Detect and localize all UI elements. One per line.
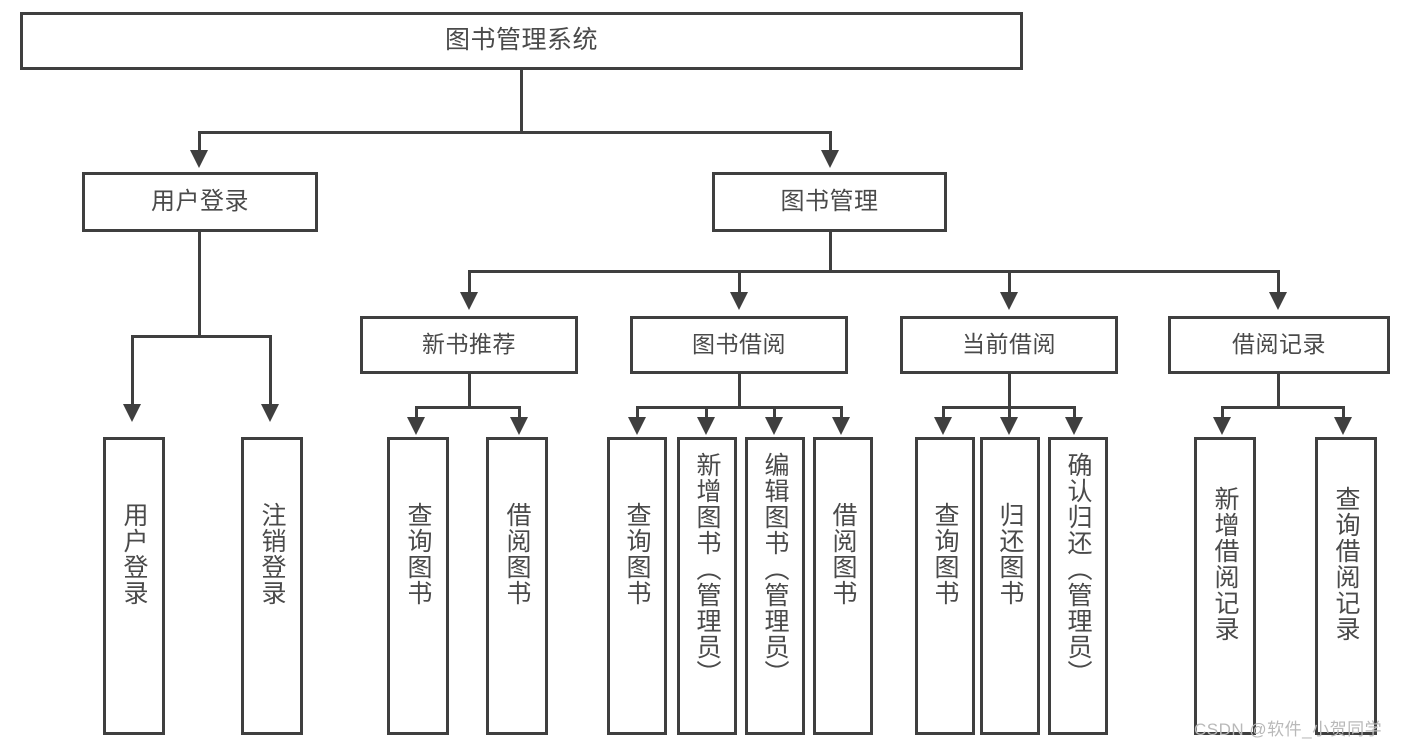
connector-to-book-borrow — [738, 270, 741, 294]
node-label: 查询借阅记录 — [1332, 486, 1360, 642]
leaf-return-book[interactable]: 归还图书 — [980, 437, 1040, 735]
arrowhead-leaf-user-login — [123, 404, 141, 422]
connector-current-borrow-leaf-1 — [942, 406, 945, 420]
connector-new-book-leaf-1 — [415, 406, 418, 420]
connector-root-to-user-login — [198, 131, 201, 153]
leaf-edit-book-admin[interactable]: 编辑图书（管理员） — [745, 437, 805, 735]
node-label: 查询图书 — [623, 502, 651, 606]
arrowhead-add-book — [697, 417, 715, 435]
arrowhead-current-borrow — [1000, 292, 1018, 310]
leaf-add-borrow-record[interactable]: 新增借阅记录 — [1194, 437, 1256, 735]
connector-root-stem — [520, 70, 523, 132]
arrowhead-book-manage — [821, 150, 839, 168]
connector-new-book-bar — [415, 406, 521, 409]
node-new-book-recommend[interactable]: 新书推荐 — [360, 316, 578, 374]
connector-book-borrow-leaf-4 — [840, 406, 843, 420]
arrowhead-add-record — [1213, 417, 1231, 435]
node-label: 新书推荐 — [422, 331, 516, 358]
arrowhead-new-book-recommend — [460, 292, 478, 310]
node-book-management[interactable]: 图书管理 — [712, 172, 947, 232]
node-label: 编辑图书（管理员） — [761, 452, 789, 686]
node-label: 图书管理系统 — [444, 26, 598, 55]
leaf-logout[interactable]: 注销登录 — [241, 437, 303, 735]
connector-borrow-record-leaf-2 — [1342, 406, 1345, 420]
node-label: 当前借阅 — [962, 331, 1056, 358]
leaf-borrow-book[interactable]: 借阅图书 — [813, 437, 873, 735]
arrowhead-book-borrow — [730, 292, 748, 310]
connector-to-borrow-record — [1277, 270, 1280, 294]
node-label: 借阅图书 — [829, 502, 857, 606]
connector-new-book-leaf-2 — [518, 406, 521, 420]
connector-book-manage-stem — [829, 232, 832, 272]
node-label: 借阅图书 — [503, 502, 531, 606]
arrowhead-query-book-2 — [628, 417, 646, 435]
arrowhead-query-record — [1334, 417, 1352, 435]
connector-current-borrow-leaf-3 — [1073, 406, 1076, 420]
connector-root-bar — [198, 131, 832, 134]
connector-user-login-leaf-2 — [269, 335, 272, 407]
node-label: 新增借阅记录 — [1211, 486, 1239, 642]
arrowhead-leaf-logout — [261, 404, 279, 422]
node-user-login[interactable]: 用户登录 — [82, 172, 318, 232]
node-label: 用户登录 — [151, 187, 249, 215]
arrowhead-confirm-return — [1065, 417, 1083, 435]
node-current-borrow[interactable]: 当前借阅 — [900, 316, 1118, 374]
node-label: 图书借阅 — [692, 331, 786, 358]
connector-book-borrow-stem — [738, 374, 741, 408]
node-label: 确认归还（管理员） — [1064, 452, 1092, 686]
connector-book-borrow-bar — [636, 406, 843, 409]
connector-borrow-record-leaf-1 — [1221, 406, 1224, 420]
connector-user-login-stem — [198, 232, 201, 336]
connector-to-new-book — [468, 270, 471, 294]
node-book-borrow[interactable]: 图书借阅 — [630, 316, 848, 374]
connector-borrow-record-stem — [1277, 374, 1280, 408]
arrowhead-query-book-1 — [407, 417, 425, 435]
node-label: 新增图书（管理员） — [693, 452, 721, 686]
leaf-query-book-current[interactable]: 查询图书 — [915, 437, 975, 735]
arrowhead-edit-book — [765, 417, 783, 435]
connector-current-borrow-stem — [1008, 374, 1011, 408]
node-label: 图书管理 — [780, 187, 879, 215]
node-label: 查询图书 — [404, 502, 432, 606]
arrowhead-return-book — [1000, 417, 1018, 435]
leaf-query-book-borrow[interactable]: 查询图书 — [607, 437, 667, 735]
connector-book-borrow-leaf-2 — [705, 406, 708, 420]
leaf-query-borrow-record[interactable]: 查询借阅记录 — [1315, 437, 1377, 735]
node-borrow-record[interactable]: 借阅记录 — [1168, 316, 1390, 374]
leaf-add-book-admin[interactable]: 新增图书（管理员） — [677, 437, 737, 735]
connector-book-manage-bar — [468, 270, 1280, 273]
leaf-borrow-book-recommend[interactable]: 借阅图书 — [486, 437, 548, 735]
node-label: 注销登录 — [258, 502, 286, 606]
connector-user-login-leaf-1 — [131, 335, 134, 407]
leaf-user-login[interactable]: 用户登录 — [103, 437, 165, 735]
leaf-query-book-recommend[interactable]: 查询图书 — [387, 437, 449, 735]
node-label: 借阅记录 — [1232, 331, 1326, 358]
connector-borrow-record-bar — [1221, 406, 1345, 409]
arrowhead-query-book-3 — [934, 417, 952, 435]
connector-root-to-book-manage — [829, 131, 832, 153]
node-label: 归还图书 — [996, 502, 1024, 606]
node-label: 查询图书 — [931, 502, 959, 606]
connector-user-login-bar — [131, 335, 272, 338]
arrowhead-user-login — [190, 150, 208, 168]
connector-book-borrow-leaf-1 — [636, 406, 639, 420]
connector-book-borrow-leaf-3 — [773, 406, 776, 420]
connector-new-book-stem — [468, 374, 471, 408]
connector-current-borrow-leaf-2 — [1008, 406, 1011, 420]
arrowhead-borrow-book-1 — [510, 417, 528, 435]
arrowhead-borrow-book-2 — [832, 417, 850, 435]
connector-to-current-borrow — [1008, 270, 1011, 294]
node-root-system[interactable]: 图书管理系统 — [20, 12, 1023, 70]
node-label: 用户登录 — [120, 502, 148, 606]
arrowhead-borrow-record — [1269, 292, 1287, 310]
leaf-confirm-return-admin[interactable]: 确认归还（管理员） — [1048, 437, 1108, 735]
